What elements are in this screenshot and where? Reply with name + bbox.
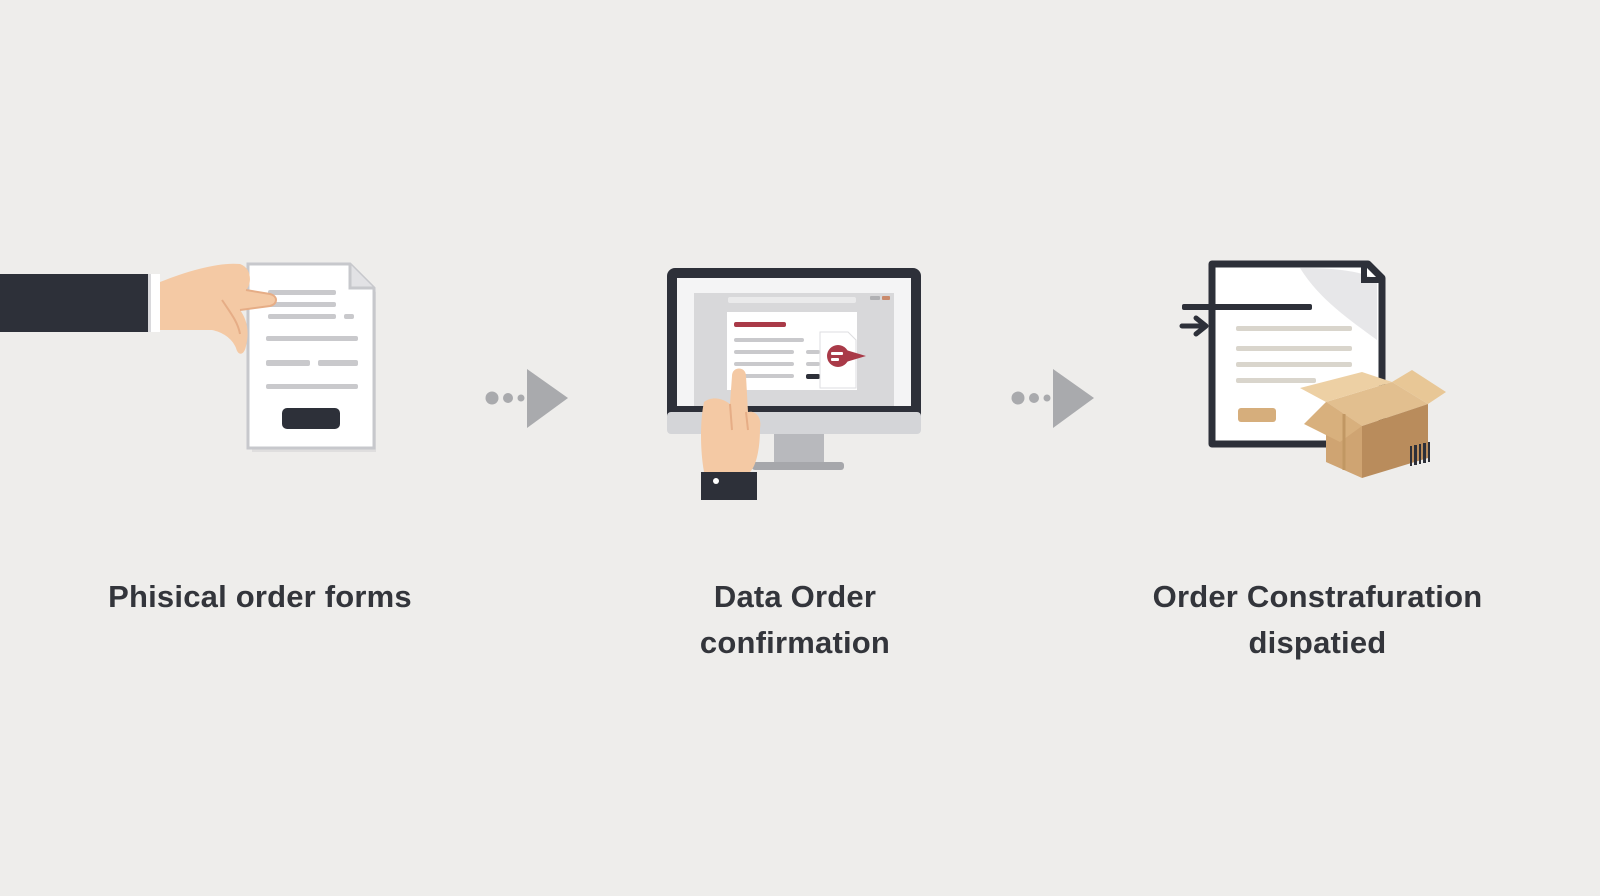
computer-monitor-touch-icon [667,268,921,500]
step-3-label: Order Constrafuration dispatied [1090,574,1545,666]
step-2-label-line-1: Data Order [713,579,877,614]
step-2-label: Data Order confirmation [600,574,990,666]
document-with-package-icon [1179,260,1446,478]
dotted-arrow-icon [485,369,568,428]
step-3-label-line-2: dispatied [1248,625,1387,660]
dotted-arrow-icon [1011,369,1094,428]
step-3-label-line-1: Order Constrafuration [1152,579,1483,614]
hand-holding-paper-form-icon [0,262,376,452]
step-2-label-line-2: confirmation [699,625,891,660]
step-1-label: Phisical order forms [40,574,480,620]
step-1-label-line: Phisical order forms [108,579,412,614]
